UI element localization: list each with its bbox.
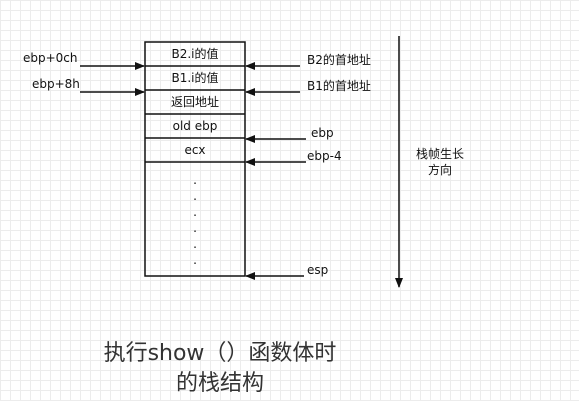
growth-label-line2: 方向 xyxy=(427,163,452,177)
label-ebp: ebp xyxy=(311,126,334,140)
cell-ecx: ecx xyxy=(184,143,205,157)
ellipsis-dot: . xyxy=(193,173,197,187)
ellipsis-dot: . xyxy=(193,253,197,267)
label-b1-address: B1的首地址 xyxy=(307,78,371,93)
cell-old-ebp: old ebp xyxy=(173,119,218,133)
cell-b2-value: B2.i的值 xyxy=(171,46,218,61)
caption-line2: 的栈结构 xyxy=(175,371,264,396)
label-esp: esp xyxy=(307,263,328,277)
caption-line1: 执行show（）函数体时 xyxy=(103,341,337,366)
cell-return-address: 返回地址 xyxy=(171,95,219,109)
label-ebp-minus-4: ebp-4 xyxy=(307,149,342,163)
growth-label-line1: 栈帧生长 xyxy=(415,147,464,161)
ellipsis-dot: . xyxy=(193,189,197,203)
label-ebp-plus-0ch: ebp+0ch xyxy=(23,51,78,65)
ellipsis-dot: . xyxy=(193,221,197,235)
label-ebp-plus-8h: ebp+8h xyxy=(32,77,80,91)
ellipsis-dot: . xyxy=(193,205,197,219)
label-b2-address: B2的首地址 xyxy=(307,52,371,67)
cell-b1-value: B1.i的值 xyxy=(171,70,218,85)
ellipsis-dot: . xyxy=(193,237,197,251)
